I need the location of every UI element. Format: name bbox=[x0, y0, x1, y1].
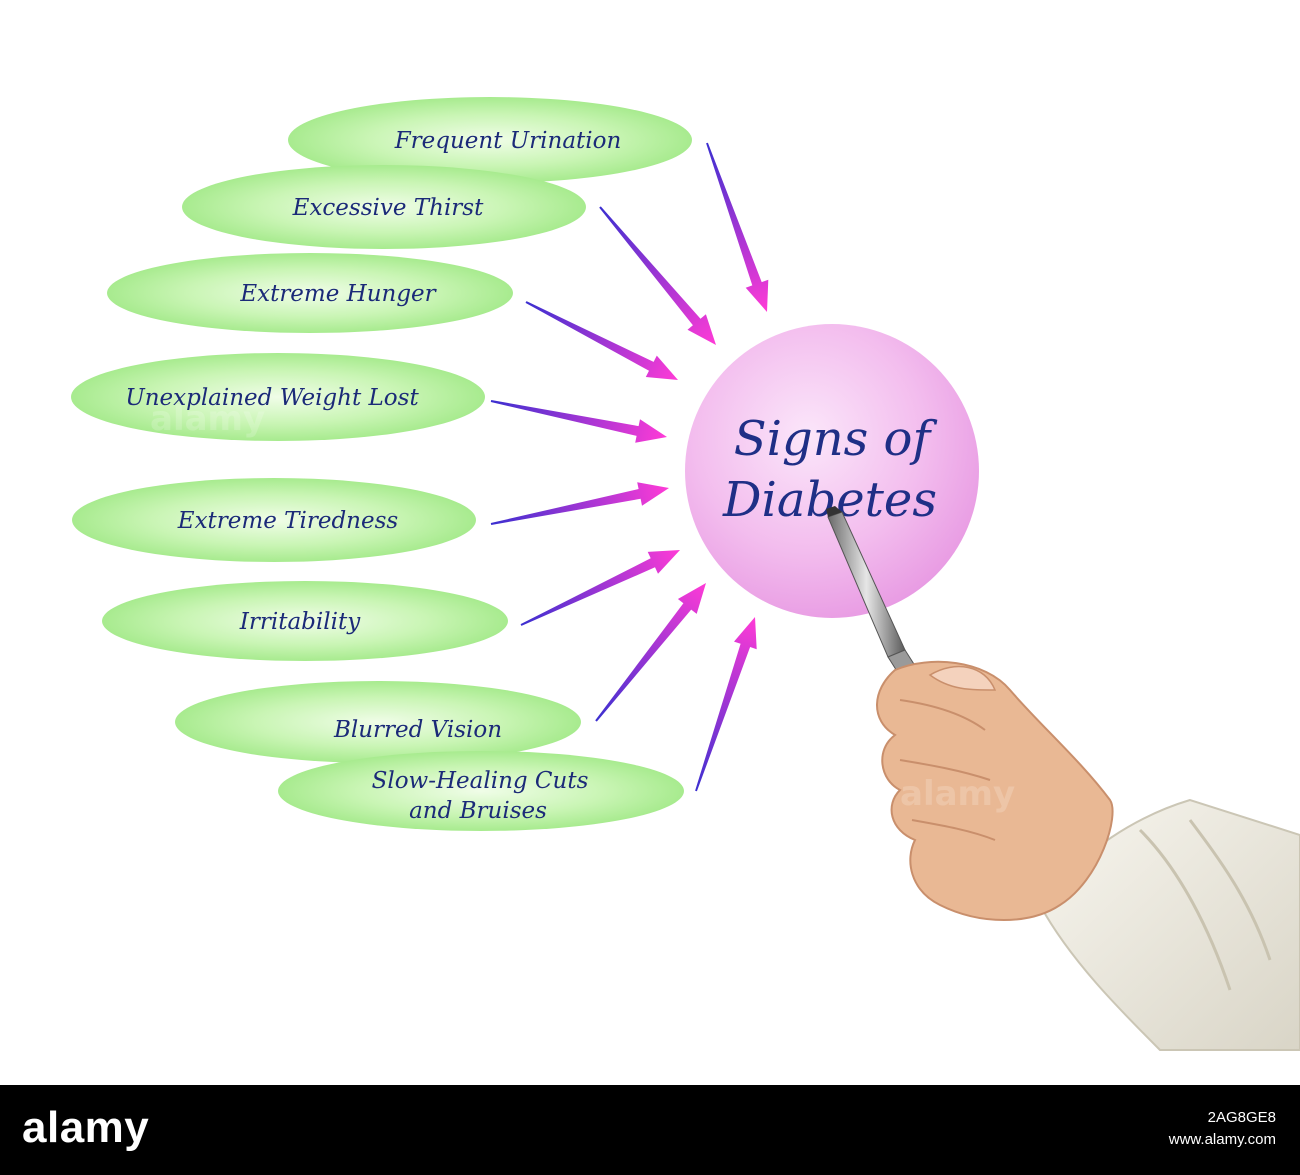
center-node: Signs of Diabetes bbox=[685, 324, 979, 618]
sign-label: Frequent Urination bbox=[394, 128, 622, 154]
footer-brand-logo: alamy bbox=[22, 1103, 150, 1152]
arrow-group bbox=[490, 142, 769, 792]
arrow-6 bbox=[520, 550, 680, 626]
hand-with-pen-image bbox=[826, 506, 1300, 1051]
sign-slow-healing-cuts: Slow-Healing Cuts and Bruises bbox=[278, 751, 684, 831]
footer-url: www.alamy.com bbox=[1168, 1131, 1276, 1148]
sign-blurred-vision: Blurred Vision bbox=[175, 681, 581, 763]
arrow-3 bbox=[525, 301, 678, 380]
watermark-text: alamy bbox=[900, 774, 1015, 814]
sign-unexplained-weight-lost: Unexplained Weight Lost bbox=[71, 353, 485, 441]
footer-image-info: 2AG8GE8 www.alamy.com bbox=[1169, 1107, 1276, 1151]
watermark-text: alamy bbox=[150, 399, 265, 439]
sign-label: Extreme Tiredness bbox=[177, 508, 399, 534]
arrow-4 bbox=[490, 400, 667, 443]
footer-image-id: 2AG8GE8 bbox=[1207, 1109, 1276, 1126]
arrow-5 bbox=[490, 482, 669, 525]
sign-label: Irritability bbox=[239, 609, 361, 635]
sign-extreme-tiredness: Extreme Tiredness bbox=[72, 478, 476, 562]
sign-label: Blurred Vision bbox=[333, 717, 502, 743]
sign-label: Extreme Hunger bbox=[239, 281, 437, 307]
sign-frequent-urination: Frequent Urination bbox=[288, 97, 692, 183]
sign-label: Unexplained Weight Lost bbox=[125, 385, 419, 411]
sign-irritability: Irritability bbox=[102, 581, 508, 661]
arrow-7 bbox=[595, 583, 706, 722]
sign-excessive-thirst: Excessive Thirst bbox=[182, 165, 586, 249]
center-title-line1: Signs of bbox=[734, 411, 938, 467]
diagram-canvas: Frequent Urination Excessive Thirst Extr… bbox=[71, 97, 1300, 1051]
sign-extreme-hunger: Extreme Hunger bbox=[107, 253, 513, 333]
sign-label: Excessive Thirst bbox=[292, 195, 484, 221]
arrow-2 bbox=[599, 206, 716, 345]
sign-label: and Bruises bbox=[409, 798, 547, 824]
arrow-8 bbox=[695, 617, 757, 792]
arrow-1 bbox=[706, 142, 769, 312]
footer-bar: alamy 2AG8GE8 www.alamy.com bbox=[0, 1085, 1300, 1175]
sign-label: Slow-Healing Cuts bbox=[372, 768, 589, 794]
